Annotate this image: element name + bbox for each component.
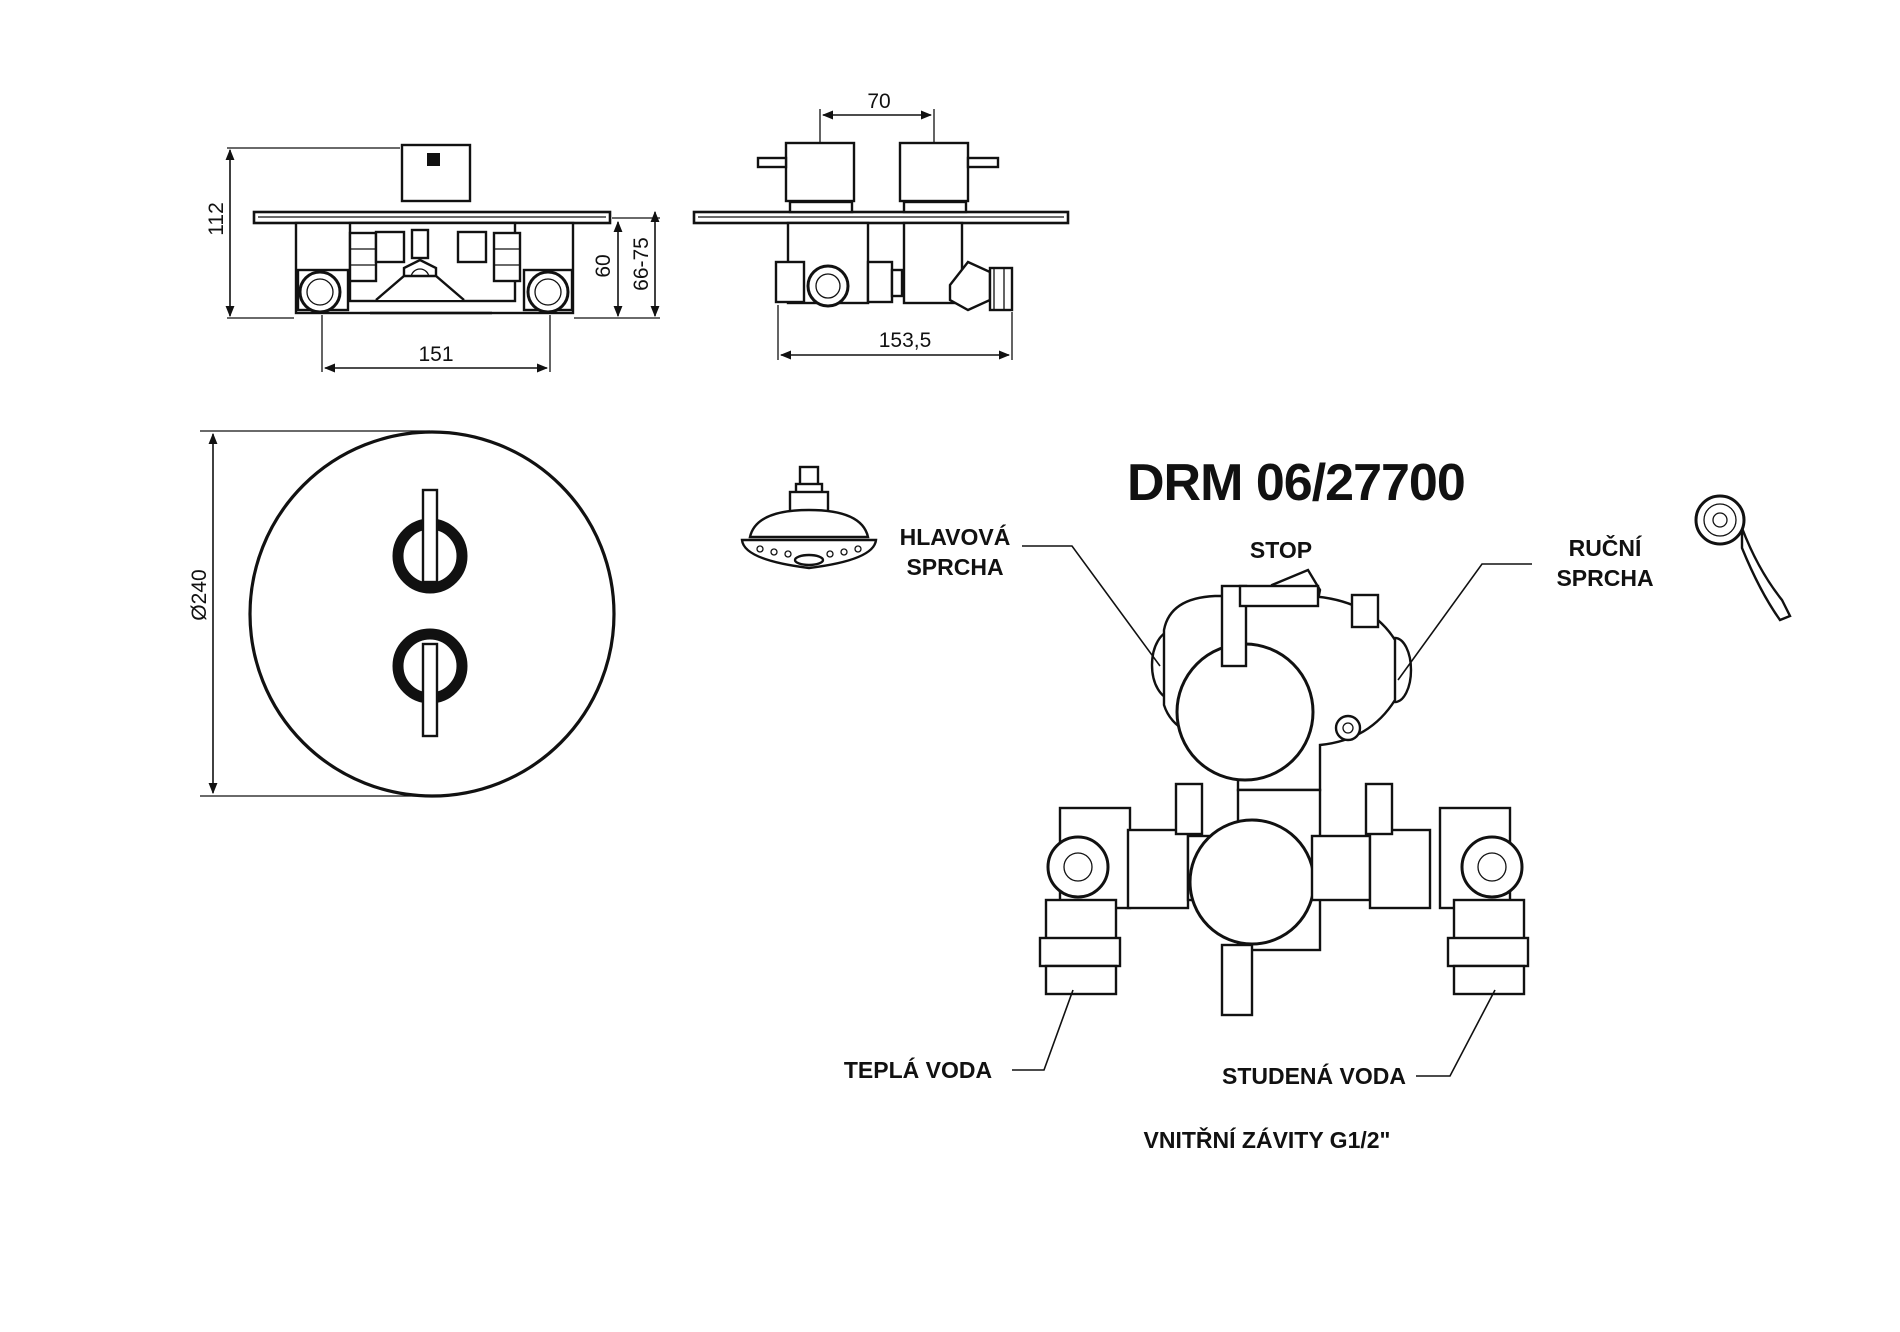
cover-plate-view	[200, 430, 616, 798]
label-head-shower-line2: SPRCHA	[906, 554, 1003, 580]
dim-depth-body: 60	[592, 254, 615, 277]
valve-body	[1012, 545, 1532, 1077]
dim-depth-range: 66-75	[630, 237, 653, 291]
dim-width-body: 151	[418, 343, 453, 366]
label-cold-water: STUDENÁ VODA	[1222, 1062, 1406, 1089]
dim-plate-diameter: Ø240	[188, 569, 211, 620]
label-thread-note: VNITŘNÍ ZÁVITY G1/2"	[1144, 1126, 1391, 1153]
dim-height-total: 112	[205, 202, 228, 235]
dim-width-side: 153,5	[879, 329, 932, 352]
label-head-shower-line1: HLAVOVÁ	[900, 523, 1011, 550]
label-hand-shower-line1: RUČNÍ	[1569, 534, 1642, 561]
head-shower-icon	[740, 465, 878, 570]
dim-handle-spacing: 70	[867, 90, 890, 113]
model-title: DRM 06/27700	[1127, 454, 1465, 512]
front-view	[225, 143, 660, 373]
side-view	[692, 109, 1070, 360]
label-stop: STOP	[1250, 537, 1312, 563]
hand-shower-icon	[1694, 494, 1792, 622]
label-hand-shower-line2: SPRCHA	[1556, 565, 1653, 591]
label-hot-water: TEPLÁ VODA	[844, 1056, 992, 1083]
